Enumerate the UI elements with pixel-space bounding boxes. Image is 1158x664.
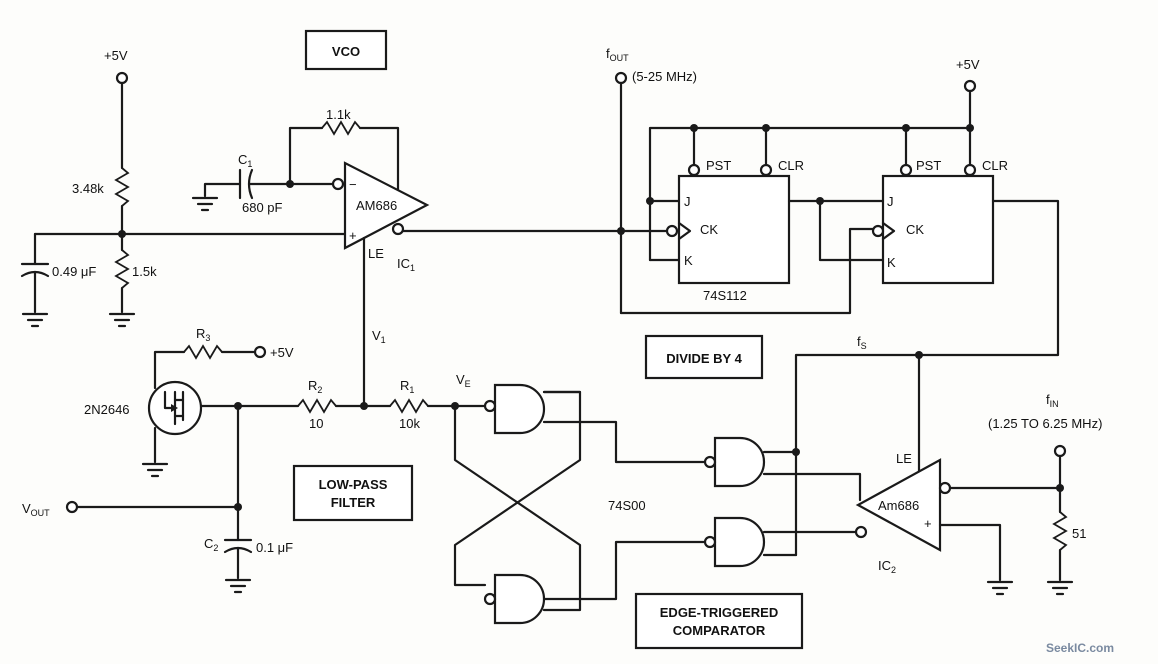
ground-symbol bbox=[224, 578, 252, 594]
low-pass-title-line2: FILTER bbox=[331, 495, 376, 510]
ic2-am686-comparator: Am686 + IC2 bbox=[854, 458, 1062, 596]
ff1-ck: CK bbox=[700, 222, 718, 237]
flip-flop-ic-label: 74S112 bbox=[703, 288, 747, 303]
ic1-plus-pin: + bbox=[349, 228, 357, 243]
resistor-1-5k-label: 1.5k bbox=[132, 264, 157, 279]
top-rail-wires: +5V bbox=[619, 57, 980, 262]
ic2-plus-pin: + bbox=[924, 516, 932, 531]
ground-symbol bbox=[986, 580, 1014, 596]
v1-node-wire: V1 bbox=[362, 236, 386, 408]
supply-label-top-left: +5V bbox=[104, 48, 128, 63]
comparator-nand-gates bbox=[703, 436, 862, 568]
ground-symbol bbox=[108, 312, 136, 328]
resistor-51-label: 51 bbox=[1072, 526, 1086, 541]
fs-label: fS bbox=[857, 334, 867, 351]
capacitor-0-49uf: 0.49 μF bbox=[20, 232, 347, 328]
ujt-name: 2N2646 bbox=[84, 402, 130, 417]
comparator-title-line2: COMPARATOR bbox=[673, 623, 766, 638]
capacitor-0-49uf-label: 0.49 μF bbox=[52, 264, 96, 279]
supply-label-r3: +5V bbox=[270, 345, 294, 360]
capacitor-c1: C1 680 pF bbox=[191, 152, 335, 215]
vco-title: VCO bbox=[332, 44, 360, 59]
resistor-1-5k bbox=[114, 249, 130, 289]
fin-range: (1.25 TO 6.25 MHz) bbox=[988, 416, 1102, 431]
fout-terminal: fOUT (5-25 MHz) bbox=[606, 46, 875, 315]
ff1-k: K bbox=[684, 253, 693, 268]
resistor-r2: R2 10 bbox=[297, 378, 392, 431]
nand-gate-4 bbox=[713, 516, 766, 568]
ground-symbol bbox=[191, 196, 219, 212]
nand-ic-label: 74S00 bbox=[608, 498, 646, 513]
ff2-pst: PST bbox=[916, 158, 941, 173]
nand-gate-1 bbox=[493, 383, 546, 435]
nand-latch: 74S00 bbox=[453, 383, 707, 625]
ic1-ref: IC1 bbox=[397, 256, 415, 273]
comparator-title-line1: EDGE-TRIGGERED bbox=[660, 605, 778, 620]
v1-label: V1 bbox=[372, 328, 386, 345]
ff2-clr: CLR bbox=[982, 158, 1008, 173]
capacitor-c2: C2 0.1 μF VOUT bbox=[22, 404, 293, 594]
vout-label: VOUT bbox=[22, 501, 50, 518]
resistor-r2-label: R2 bbox=[308, 378, 322, 395]
ic2-ref: IC2 bbox=[878, 558, 896, 575]
ff1-clr: CLR bbox=[778, 158, 804, 173]
resistor-r2-value: 10 bbox=[309, 416, 323, 431]
resistor-r1-value: 10k bbox=[399, 416, 420, 431]
ic1-le-label: LE bbox=[368, 246, 384, 261]
ff2-k: K bbox=[887, 255, 896, 270]
resistor-r3-label: R3 bbox=[196, 326, 210, 343]
resistor-3-48k bbox=[114, 167, 130, 207]
ve-label: VE bbox=[456, 372, 471, 389]
ujt-2n2646: 2N2646 +5V R3 bbox=[84, 326, 300, 478]
resistor-3-48k-label: 3.48k bbox=[72, 181, 104, 196]
ic2-le-label: LE bbox=[896, 451, 912, 466]
feedback-resistor-label: 1.1k bbox=[326, 107, 351, 122]
fs-node: fS LE bbox=[794, 334, 923, 557]
ic1-am686-comparator: − + AM686 LE IC1 bbox=[331, 161, 623, 273]
capacitor-c1-value: 680 pF bbox=[242, 200, 283, 215]
resistor-r1-label: R1 bbox=[400, 378, 414, 395]
flip-flop-2: PST CLR J CK K bbox=[787, 158, 1060, 357]
divide-by-4-box: DIVIDE BY 4 bbox=[644, 334, 764, 380]
fout-label: fOUT bbox=[606, 46, 629, 63]
supply-label-right: +5V bbox=[956, 57, 980, 72]
low-pass-filter-box: LOW-PASS FILTER bbox=[292, 464, 414, 522]
feedback-resistor-1-1k: 1.1k bbox=[288, 107, 400, 192]
ground-symbol bbox=[1046, 580, 1074, 596]
watermark: SeekIC.com bbox=[1046, 641, 1114, 655]
ic1-minus-pin: − bbox=[349, 177, 357, 192]
capacitor-c2-label: C2 bbox=[204, 536, 218, 553]
low-pass-title-line1: LOW-PASS bbox=[319, 477, 388, 492]
flip-flop-1: PST CLR J CK K 74S112 bbox=[665, 158, 804, 303]
ic1-name: AM686 bbox=[356, 198, 397, 213]
resistor-51-ohm bbox=[1052, 511, 1068, 551]
ff1-pst: PST bbox=[706, 158, 731, 173]
ground-symbol bbox=[141, 462, 169, 478]
capacitor-c1-label: C1 bbox=[238, 152, 252, 169]
nand-gate-3 bbox=[713, 436, 766, 488]
ff2-ck: CK bbox=[906, 222, 924, 237]
capacitor-c2-value: 0.1 μF bbox=[256, 540, 293, 555]
fout-range: (5-25 MHz) bbox=[632, 69, 697, 84]
ground-symbol bbox=[21, 312, 49, 328]
fin-input: fIN (1.25 TO 6.25 MHz) 51 bbox=[988, 392, 1102, 596]
fin-label: fIN bbox=[1046, 392, 1059, 409]
ff2-j: J bbox=[887, 194, 894, 209]
edge-triggered-comparator-box: EDGE-TRIGGERED COMPARATOR bbox=[634, 592, 804, 650]
ic2-name: Am686 bbox=[878, 498, 919, 513]
vco-bias-divider: +5V 3.48k 1.5k bbox=[72, 48, 157, 328]
divide-by-4-title: DIVIDE BY 4 bbox=[666, 351, 742, 366]
ff1-j: J bbox=[684, 194, 691, 209]
resistor-r1: R1 10k VE bbox=[389, 372, 487, 431]
nand-gate-2 bbox=[493, 573, 546, 625]
vco-title-box: VCO bbox=[304, 29, 388, 71]
